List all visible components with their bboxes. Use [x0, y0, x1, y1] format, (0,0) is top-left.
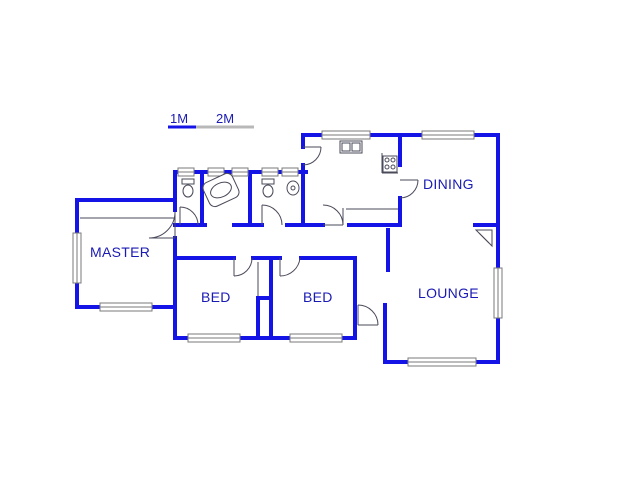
window-bath-2	[207, 167, 225, 177]
door-kitchen-back	[302, 146, 322, 166]
double-sink-icon	[339, 140, 363, 154]
window-bath-5	[281, 167, 299, 177]
door-bath-2	[261, 204, 283, 226]
bathtub-icon	[202, 172, 240, 208]
stove-icon	[382, 155, 398, 173]
window-kitchen-north	[321, 130, 371, 140]
door-lounge	[357, 304, 379, 326]
window-bath-1	[177, 167, 195, 177]
window-master-west	[72, 232, 82, 284]
door-kitchen	[322, 204, 344, 226]
window-lounge-east	[493, 267, 503, 319]
door-master	[148, 211, 176, 239]
room-label-master: MASTER	[90, 244, 151, 260]
door-bed-2	[279, 257, 301, 277]
window-dining-north	[421, 130, 475, 140]
window-lounge-south	[407, 357, 477, 367]
scale-label-2m: 2M	[216, 111, 235, 126]
window-bed2-south	[289, 333, 343, 343]
door-dining	[399, 179, 419, 199]
doors	[148, 146, 419, 326]
window-bath-4	[261, 167, 279, 177]
window-bath-3	[231, 167, 249, 177]
thin-lines	[80, 153, 398, 298]
toilet-icon	[181, 178, 195, 198]
room-label-bed-2: BED	[303, 289, 333, 305]
fireplace-icon	[474, 229, 493, 248]
room-label-lounge: LOUNGE	[418, 285, 479, 301]
fixtures	[181, 140, 493, 248]
door-bath-1	[179, 206, 199, 226]
window-bed1-south	[187, 333, 241, 343]
window-master-south	[99, 302, 153, 312]
scale-label-1m: 1M	[170, 111, 189, 126]
basin-icon	[286, 180, 300, 196]
door-bed-1	[233, 257, 253, 277]
room-label-dining: DINING	[423, 176, 474, 192]
windows	[72, 130, 503, 367]
room-label-bed-1: BED	[201, 289, 231, 305]
toilet-icon	[261, 178, 275, 198]
